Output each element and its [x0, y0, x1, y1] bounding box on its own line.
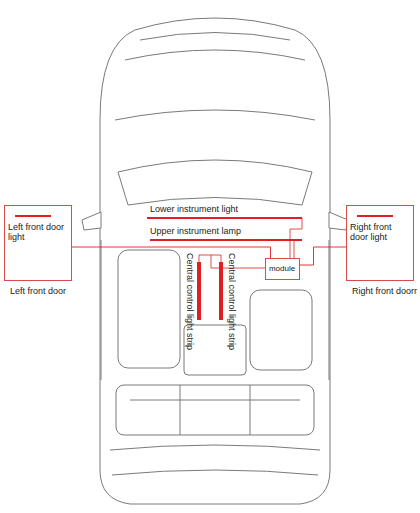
- left-mirror: [82, 212, 101, 230]
- car-body: [100, 18, 330, 504]
- door-light-strip: [15, 215, 51, 217]
- right-seat: [250, 290, 312, 370]
- rear-seat-split: [130, 385, 300, 435]
- door-name: Right front doorr: [346, 286, 417, 296]
- lamp-label: Lower instrument light: [150, 204, 238, 214]
- light-name: Right front door light: [350, 222, 410, 243]
- module-name: module: [269, 264, 295, 273]
- module-box: module: [265, 258, 300, 280]
- light-name: Left front door light: [8, 222, 68, 243]
- central-light-strip: [219, 262, 223, 320]
- lamp-label: Upper instrument lamp: [150, 226, 241, 236]
- door-line: [101, 240, 329, 380]
- rear-deck: [110, 445, 320, 475]
- strip-label: Central control light strip: [185, 253, 195, 350]
- left-seat: [118, 250, 180, 368]
- hood-line: [115, 33, 315, 121]
- upper-instrument-lamp-strip: [150, 239, 302, 241]
- windshield: [118, 160, 312, 205]
- door-light-box: Right front door lightRight front doorr: [346, 205, 417, 296]
- door-name: Left front door: [4, 286, 72, 296]
- central-light-strip: [197, 262, 201, 320]
- box-outline: module: [265, 258, 300, 280]
- door-light-strip: [357, 215, 393, 217]
- strip-label: Central control light strip: [227, 253, 237, 350]
- door-light-box: Left front door lightLeft front door: [4, 205, 72, 296]
- rear-seat: [116, 385, 314, 435]
- box-outline: Right front door light: [346, 205, 414, 281]
- wire-connector: [300, 247, 347, 265]
- lower-instrument-light-strip: [147, 217, 302, 219]
- box-outline: Left front door light: [4, 205, 72, 281]
- wire-connector: [72, 247, 271, 258]
